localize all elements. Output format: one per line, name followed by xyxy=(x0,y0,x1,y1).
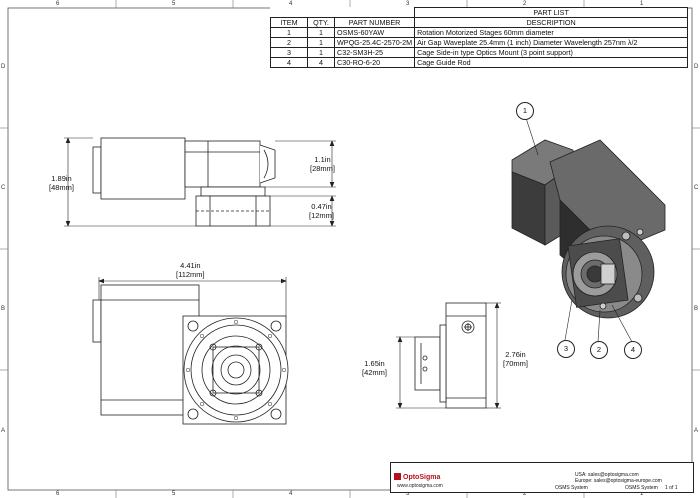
zone-left-d: D xyxy=(1,64,6,70)
zone-left-a: A xyxy=(1,428,6,434)
front-view xyxy=(92,284,289,425)
dim-height-total: 1.89in [48mm] xyxy=(49,174,75,192)
zone-bottom-3: 3 xyxy=(406,491,410,497)
company-logo: OptoSigma xyxy=(394,473,440,481)
zone-bottom-5: 5 xyxy=(172,491,176,497)
zone-right-a: A xyxy=(694,428,699,434)
balloon-item-3: 3 xyxy=(557,340,575,358)
dim-side-height: 2.76in [70mm] xyxy=(503,350,529,368)
zone-top-3: 3 xyxy=(406,1,410,7)
company-website: www.optosigma.com xyxy=(397,483,443,489)
contact-europe: Europe: sales@optosigma-europe.com xyxy=(575,478,662,484)
side-elevation-view xyxy=(92,137,276,227)
dim-side-offset: 1.65in [42mm] xyxy=(362,359,388,377)
row-part-number: C30-RO-6-20 xyxy=(333,57,416,68)
zone-left-c: C xyxy=(1,185,6,191)
zone-bottom-4: 4 xyxy=(289,491,293,497)
dim-height-lower: 0.47in [12mm] xyxy=(309,202,335,220)
row-description: Cage Guide Rod xyxy=(414,57,689,68)
zone-bottom-2: 2 xyxy=(523,491,527,497)
drawing-name: OSMS System xyxy=(555,485,588,491)
parts-list-table: PART LIST ITEM QTY. PART NUMBER DESCRIPT… xyxy=(270,7,689,68)
zone-left-b: B xyxy=(1,306,6,312)
zone-right-c: C xyxy=(694,185,699,191)
table-row: 4 4 C30-RO-6-20 Cage Guide Rod xyxy=(270,57,689,68)
zone-top-6: 6 xyxy=(56,1,60,7)
zone-top-5: 5 xyxy=(172,1,176,7)
right-side-view-dimensions xyxy=(396,302,501,409)
front-view-dimensions xyxy=(98,277,287,316)
right-side-view xyxy=(414,302,487,409)
zone-top-2: 2 xyxy=(523,1,527,7)
dim-height-upper: 1.1in [28mm] xyxy=(310,155,336,173)
zone-right-d: D xyxy=(694,64,699,70)
drawing-title: OSMS System xyxy=(625,485,658,491)
logo-mark-icon xyxy=(394,473,401,480)
zone-bottom-6: 6 xyxy=(56,491,60,497)
isometric-view xyxy=(511,139,666,319)
contact-usa: USA: sales@optosigma.com xyxy=(575,472,639,478)
balloon-item-4: 4 xyxy=(624,341,642,359)
balloon-item-2: 2 xyxy=(590,341,608,359)
title-block: OptoSigma www.optosigma.com USA: sales@o… xyxy=(390,462,694,493)
sheet-number: 1 of 1 xyxy=(665,485,678,491)
balloon-leaders xyxy=(525,117,633,343)
zone-right-b: B xyxy=(694,306,699,312)
zone-top-1: 1 xyxy=(640,1,644,7)
zone-top-4: 4 xyxy=(289,1,293,7)
balloon-item-1: 1 xyxy=(516,102,534,120)
zone-bottom-1: 1 xyxy=(640,491,644,497)
dim-width-total: 4.41in [112mm] xyxy=(176,261,205,279)
side-view-dimensions xyxy=(64,137,336,227)
